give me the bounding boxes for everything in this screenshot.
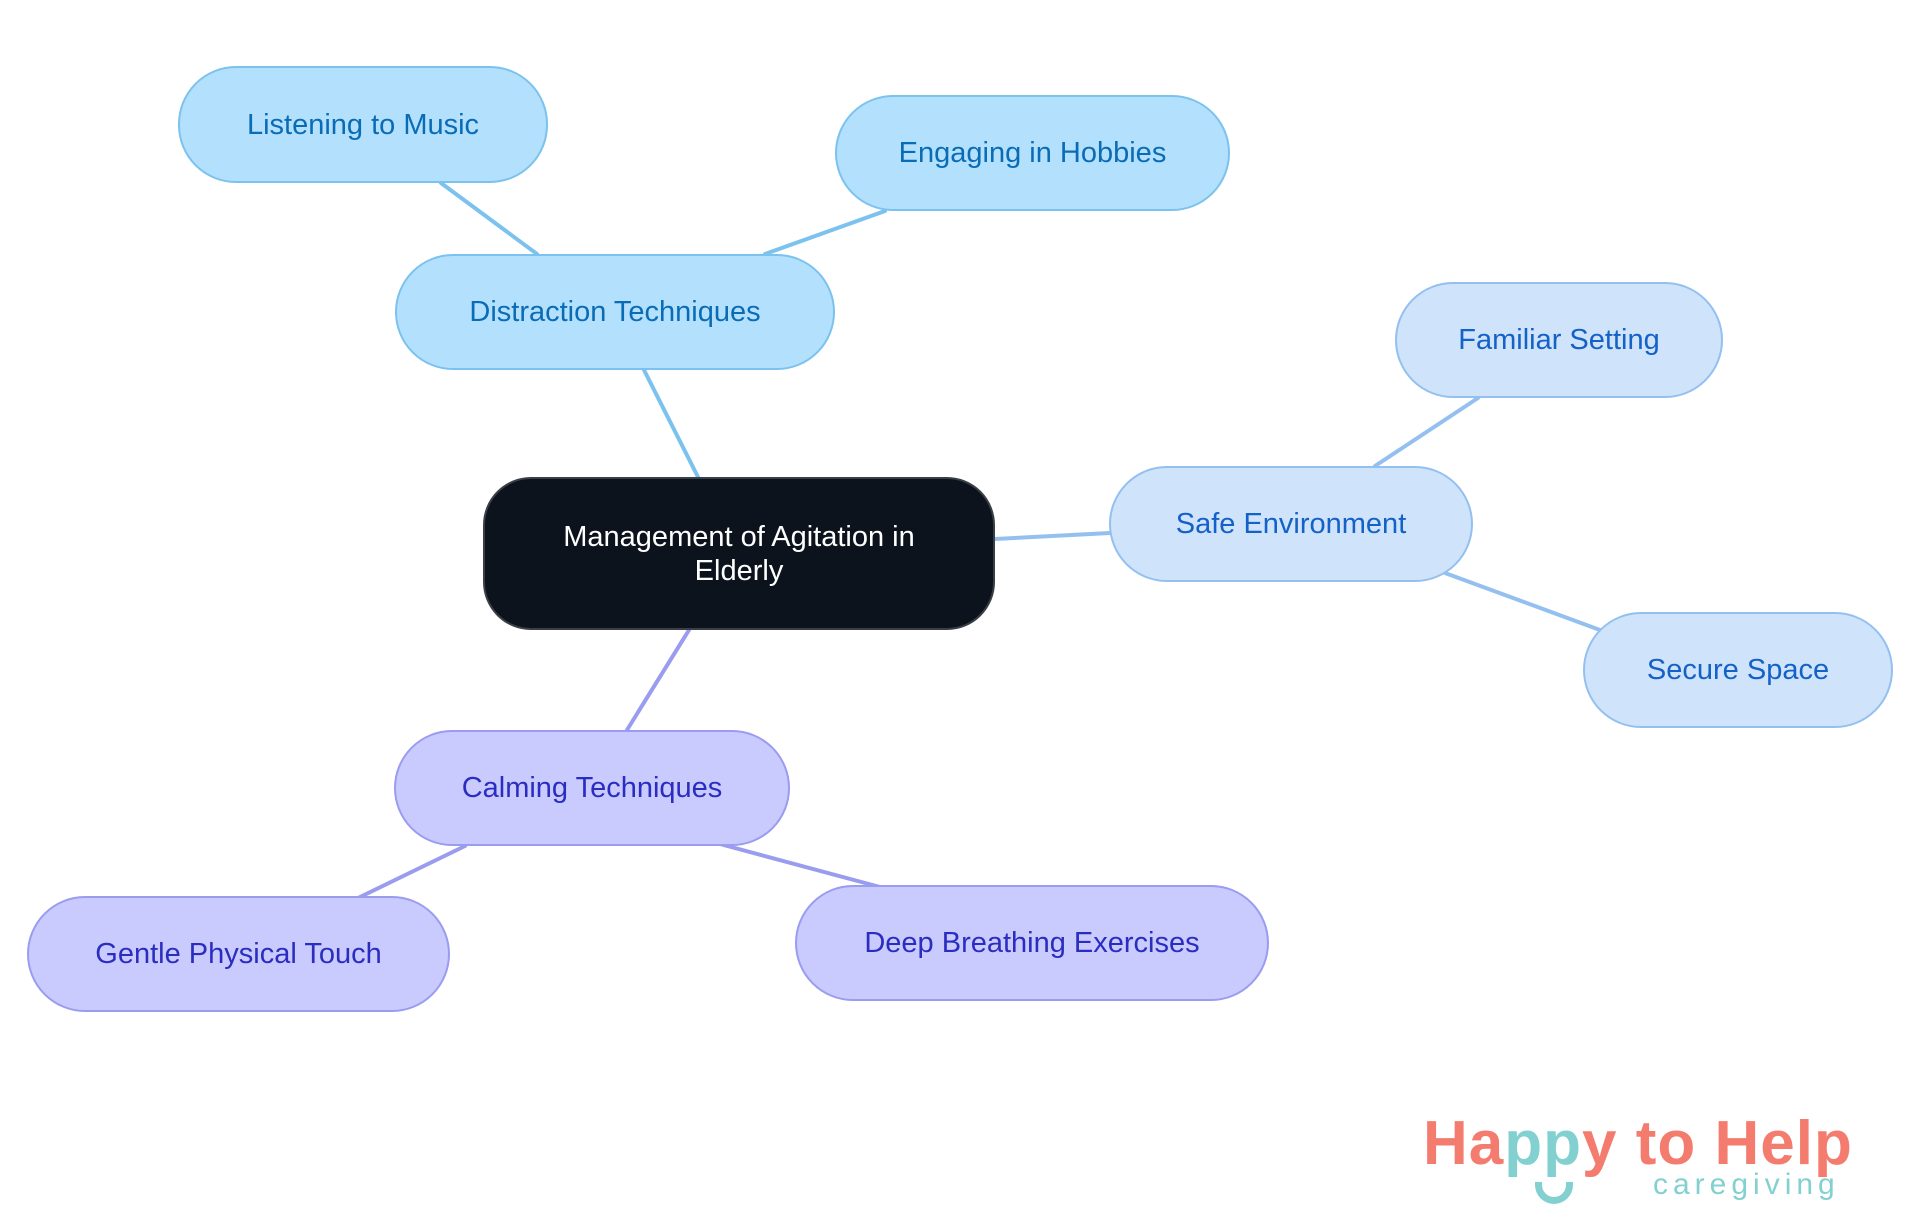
node-label: Calming Techniques xyxy=(461,772,723,804)
node-calming-techniques[interactable]: Calming Techniques xyxy=(394,730,790,846)
node-secure-space[interactable]: Secure Space xyxy=(1583,612,1893,728)
node-label: Distraction Techniques xyxy=(469,296,761,328)
node-distraction-techniques[interactable]: Distraction Techniques xyxy=(395,254,835,370)
edge-root-safe xyxy=(993,531,1112,541)
node-label: Listening to Music xyxy=(246,108,480,141)
root-node-label: Management of Agitation in Elderly xyxy=(563,520,915,587)
logo-wordmark: Happy to Help xyxy=(1423,1109,1853,1178)
node-listening-to-music[interactable]: Listening to Music xyxy=(178,66,548,183)
node-label: Secure Space xyxy=(1646,654,1830,686)
node-deep-breathing-exercises[interactable]: Deep Breathing Exercises xyxy=(795,885,1269,1001)
node-label: Deep Breathing Exercises xyxy=(864,927,1200,959)
edge-safe-familiar xyxy=(1373,396,1480,468)
edge-distraction-music xyxy=(439,181,539,256)
root-node[interactable]: Management of Agitation in Elderly xyxy=(483,477,995,630)
node-gentle-physical-touch[interactable]: Gentle Physical Touch xyxy=(27,896,450,1012)
smile-icon xyxy=(1535,1182,1573,1204)
edge-safe-secure xyxy=(1443,571,1602,632)
edge-calming-breathing xyxy=(718,842,882,889)
node-label: Safe Environment xyxy=(1175,508,1407,540)
node-familiar-setting[interactable]: Familiar Setting xyxy=(1395,282,1723,398)
edge-calming-touch xyxy=(356,844,467,900)
edge-root-distraction xyxy=(642,368,700,479)
edge-root-calming xyxy=(625,628,691,732)
logo-subtitle: caregiving xyxy=(1653,1168,1840,1201)
node-label: Engaging in Hobbies xyxy=(898,137,1167,169)
node-label: Gentle Physical Touch xyxy=(95,938,382,970)
happy-to-help-logo: Happy to Help caregiving xyxy=(1423,1108,1883,1208)
node-engaging-in-hobbies[interactable]: Engaging in Hobbies xyxy=(835,95,1230,211)
edge-distraction-hobbies xyxy=(763,209,887,256)
node-safe-environment[interactable]: Safe Environment xyxy=(1109,466,1473,582)
node-label: Familiar Setting xyxy=(1458,324,1660,356)
